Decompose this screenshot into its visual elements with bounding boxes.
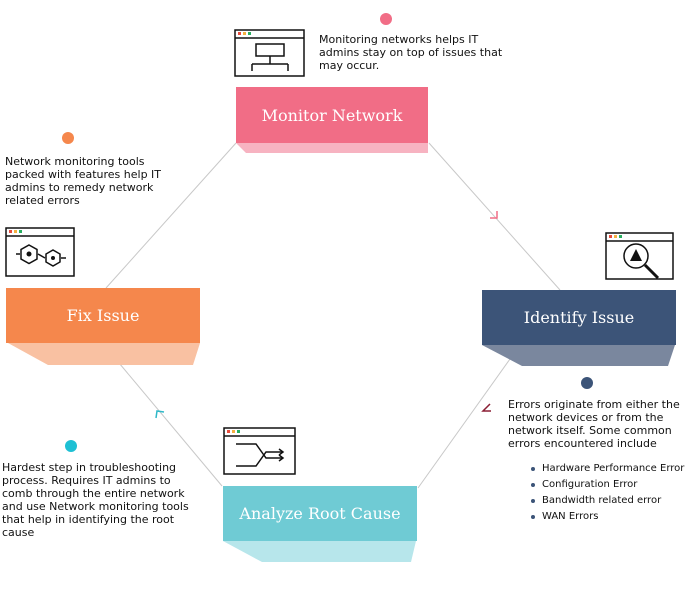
connector-monitor-identify bbox=[428, 142, 561, 291]
identify-description-line: Errors originate from either the bbox=[508, 398, 680, 411]
fix-description-line: related errors bbox=[5, 194, 80, 207]
identify-description: Errors originate from either the network… bbox=[508, 398, 680, 450]
fix-description: Network monitoring tools packed with fea… bbox=[5, 155, 161, 207]
arrow-analyze-to-fix bbox=[155, 410, 165, 419]
monitor-dot bbox=[380, 13, 392, 25]
monitor-network-label: Monitor Network bbox=[236, 87, 428, 143]
monitor-network-title: Monitor Network bbox=[261, 105, 403, 125]
identify-box-shadow bbox=[482, 345, 675, 366]
network-topology-icon bbox=[234, 29, 305, 77]
error-types-list: Hardware Performance Error Configuration… bbox=[530, 461, 684, 525]
analyze-dot bbox=[65, 440, 77, 452]
monitor-description-line: may occur. bbox=[319, 59, 380, 72]
analyze-root-cause-label: Analyze Root Cause bbox=[223, 486, 417, 541]
identify-dot bbox=[581, 377, 593, 389]
flow-analysis-icon bbox=[223, 427, 296, 475]
fix-description-line: packed with features help IT bbox=[5, 168, 162, 181]
analyze-root-cause-title: Analyze Root Cause bbox=[239, 504, 401, 523]
fix-issue-title: Fix Issue bbox=[66, 306, 140, 325]
list-item: Bandwidth related error bbox=[530, 493, 684, 509]
list-item: Hardware Performance Error bbox=[530, 461, 684, 477]
analyze-description-line: comb through the entire network bbox=[2, 487, 185, 500]
monitor-network-box bbox=[236, 87, 428, 143]
gears-icon bbox=[5, 227, 75, 277]
fix-dot bbox=[62, 132, 74, 144]
analyze-description-line: and use Network monitoring tools bbox=[2, 500, 189, 513]
analyze-description-line: that help in identifying the root bbox=[2, 513, 175, 526]
alert-search-icon bbox=[605, 232, 674, 280]
connector-analyze-fix bbox=[103, 344, 223, 487]
identify-issue-title: Identify Issue bbox=[523, 308, 635, 327]
identify-issue-label: Identify Issue bbox=[482, 290, 676, 345]
fix-box-shadow bbox=[8, 343, 200, 365]
monitor-box-shadow bbox=[236, 143, 428, 153]
analyze-description-line: process. Requires IT admins to bbox=[2, 474, 171, 487]
analyze-description-line: Hardest step in troubleshooting bbox=[2, 461, 177, 474]
fix-issue-label: Fix Issue bbox=[6, 288, 200, 343]
fix-description-line: admins to remedy network bbox=[5, 181, 154, 194]
arrow-monitor-to-identify bbox=[490, 211, 498, 219]
arrow-identify-to-analyze bbox=[481, 403, 491, 412]
analyze-root-cause-box bbox=[223, 486, 417, 541]
monitor-description-line: Monitoring networks helps IT bbox=[319, 33, 479, 46]
list-item: Configuration Error bbox=[530, 477, 684, 493]
identify-description-line: network itself. Some common bbox=[508, 424, 672, 437]
monitor-description-line: admins stay on top of issues that bbox=[319, 46, 503, 59]
analyze-description: Hardest step in troubleshooting process.… bbox=[2, 461, 189, 539]
fix-issue-box bbox=[6, 288, 200, 343]
identify-description-line: errors encountered include bbox=[508, 437, 657, 450]
fix-description-line: Network monitoring tools bbox=[5, 155, 145, 168]
connector-fix-monitor bbox=[105, 142, 237, 289]
analyze-box-shadow bbox=[223, 541, 416, 562]
list-item: WAN Errors bbox=[530, 509, 684, 525]
analyze-description-line: cause bbox=[2, 526, 35, 539]
cycle-connectors bbox=[103, 142, 561, 489]
identify-description-line: network devices or from the bbox=[508, 411, 664, 424]
monitor-description: Monitoring networks helps IT admins stay… bbox=[319, 33, 502, 72]
identify-issue-box bbox=[482, 290, 676, 345]
connector-identify-analyze bbox=[417, 344, 521, 489]
